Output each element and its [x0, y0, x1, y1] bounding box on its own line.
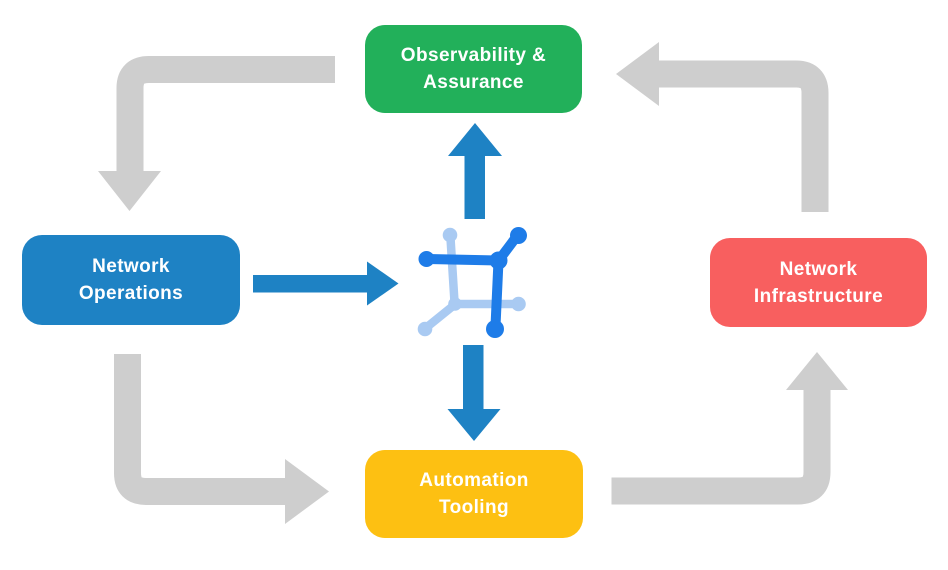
hub-node-bottom	[486, 320, 504, 338]
arrow-head-up	[786, 352, 848, 390]
hub-right-edge	[490, 256, 504, 331]
arrow-head-up	[448, 123, 502, 156]
arrow-shaft	[253, 275, 368, 293]
hub-corner-bottom-left	[448, 297, 462, 311]
hub-node-left	[418, 251, 435, 267]
hub-left-edge	[446, 233, 459, 307]
arrow-hub-to-observability	[448, 123, 502, 219]
hub-node-top-right	[510, 227, 527, 244]
arrow-shaft	[116, 56, 335, 172]
arrow-head-left	[616, 42, 659, 106]
hub-diagonal-bottom-left	[422, 301, 458, 332]
arrow-operations-to-automation	[114, 354, 329, 524]
node-label-line2: Operations	[78, 283, 184, 304]
node-label-line1: Observability &	[400, 45, 547, 66]
node-label-line1: Network	[92, 256, 170, 277]
arrow-shaft	[464, 153, 485, 219]
arrow-shaft	[463, 345, 484, 411]
arrow-infrastructure-to-observability	[616, 42, 829, 212]
hub-corner-top-right	[489, 251, 508, 270]
node-network-infrastructure: Network Infrastructure	[710, 238, 927, 327]
hub-node-top	[442, 227, 458, 243]
arrow-head-down	[98, 171, 161, 211]
node-label-line1: Network	[779, 258, 858, 280]
arrow-head-down	[447, 409, 501, 441]
node-label-line2: Assurance	[423, 72, 524, 93]
arrow-automation-to-infrastructure	[611, 352, 848, 505]
node-automation-tooling: Automation Tooling	[365, 450, 583, 538]
node-label-line2: Infrastructure	[753, 285, 884, 307]
arrow-shaft	[114, 354, 286, 505]
hub-node-bottom-left	[417, 321, 433, 337]
hub-top-edge	[423, 254, 503, 266]
node-label-line1: Automation	[419, 470, 529, 491]
node-observability-assurance: Observability & Assurance	[365, 25, 582, 113]
arrow-hub-to-automation	[447, 345, 501, 441]
arrow-head-right	[285, 459, 329, 524]
arrow-observability-to-operations	[98, 56, 335, 211]
node-network-operations: Network Operations	[22, 235, 240, 325]
arrow-shaft	[658, 60, 829, 212]
arrow-head-right	[367, 261, 399, 306]
node-label-line2: Tooling	[439, 497, 509, 518]
arrow-operations-to-hub	[253, 261, 399, 306]
network-hub-icon	[417, 227, 527, 338]
arrow-shaft	[611, 389, 831, 505]
hub-node-right	[511, 296, 526, 312]
